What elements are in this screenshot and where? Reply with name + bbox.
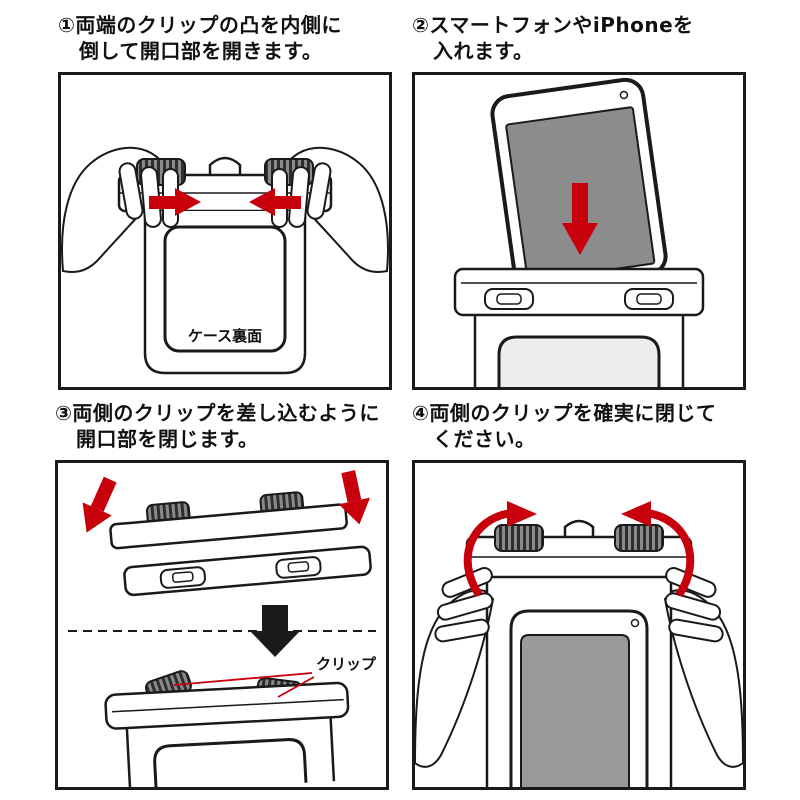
step-1-figure-box: ケース裏面 [58,71,392,390]
case-body [473,314,685,387]
step-4-title: ④両側のクリップを確実に閉じて ください。 [412,400,746,453]
step-1-title-line1: ①両端のクリップの凸を内側に [58,13,342,37]
case-back-label: ケース裏面 [188,327,262,345]
hand-left-fingers [434,566,494,643]
step-3-panel: ③両側のクリップを差し込むように 開口部を閉じます。 [55,400,389,790]
case-tab [563,519,595,539]
rotate-arrow-left-icon [463,500,537,597]
channel-clip-left-slot [171,570,194,583]
step-2-figure [453,77,705,387]
arrow-inward-left-icon [149,187,201,216]
clip-left-slot [496,293,522,305]
step-4-figure-box [412,459,746,790]
phone-camera-icon [630,618,640,628]
pointer-line-right [277,675,315,698]
step-2-panel: ②スマートフォンやiPhoneを 入れます。 [412,12,746,390]
case-window [153,737,308,787]
open-lid-assembly [109,491,372,596]
phone-in-case [509,609,649,787]
case-window [497,335,661,387]
step-3-title: ③両側のクリップを差し込むように 開口部を閉じます。 [55,400,389,453]
phone-screen [520,633,630,787]
step-4-title-line1: ④両側のクリップを確実に閉じて [412,401,717,425]
step-3-figure: クリップ [68,469,377,787]
arrow-inward-right-icon [249,187,301,216]
step-2-title-line2: 入れます。 [433,39,534,64]
step-1-figure: ケース裏面 [61,146,389,375]
channel-bar [123,545,372,596]
case-front [453,267,705,387]
clip-left-icon [494,523,544,552]
step-2-title: ②スマートフォンやiPhoneを 入れます。 [412,12,746,65]
rotate-arrow-right-icon [621,500,695,597]
closed-lid-assembly [104,669,350,787]
case-body [125,717,336,787]
arrow-press-left-icon [82,476,117,533]
step-1-title: ①両端のクリップの凸を内側に 倒して開口部を開きます。 [58,12,392,65]
step-3-title-line1: ③両側のクリップを差し込むように [55,401,380,425]
step-2-title-line1: ②スマートフォンやiPhoneを [412,13,694,37]
arrow-next-black-icon [250,604,300,657]
step-4-figure [415,500,743,787]
step-4-title-line2: ください。 [433,427,536,452]
arrow-down-icon [562,182,598,255]
clip-right-slot [636,293,662,305]
step-2-figure-box [412,71,746,390]
step-1-title-line2: 倒して開口部を開きます。 [79,39,323,64]
pointer-line-left [173,671,313,686]
step-4-panel: ④両側のクリップを確実に閉じて ください。 [412,400,746,790]
case-tab [208,156,242,177]
hand-right-fingers [664,566,724,643]
case-window [163,225,287,353]
channel-clip-right-slot [287,560,310,573]
lid-bar [109,503,348,550]
phone-camera-icon [619,90,629,100]
clip-label: クリップ [316,655,377,673]
step-3-title-line2: 開口部を閉じます。 [76,427,259,452]
closed-bar-seam [111,698,344,713]
step-1-panel: ①両端のクリップの凸を内側に 倒して開口部を開きます。 [58,12,392,390]
step-3-figure-box: クリップ [55,459,389,790]
clip-right-icon [614,523,664,552]
case-body [485,576,673,787]
arrow-press-right-icon [338,469,371,525]
